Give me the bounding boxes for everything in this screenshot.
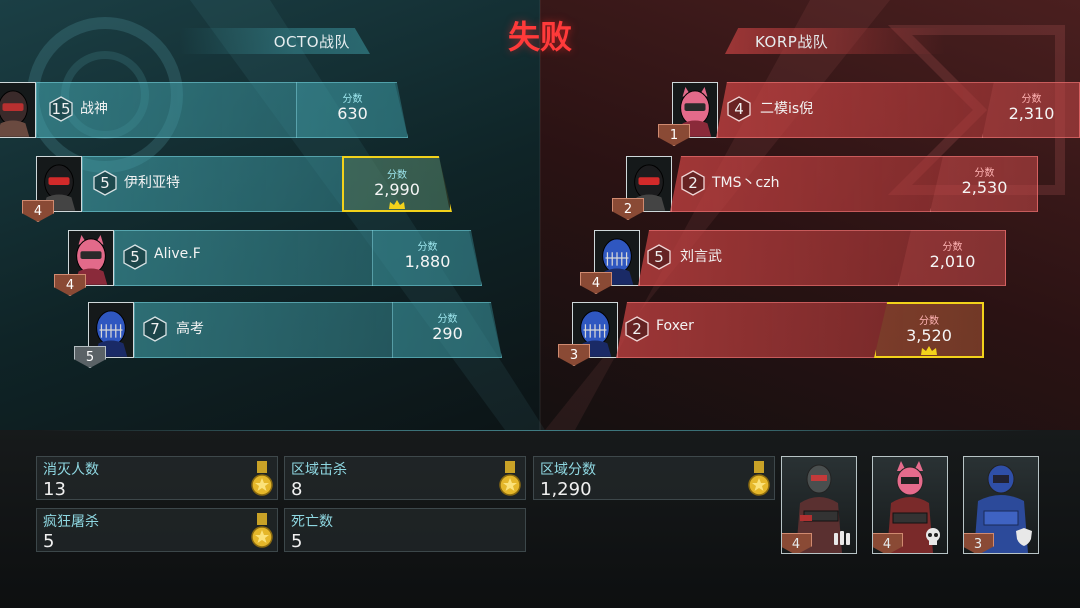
korp-team-header: KORP战队 <box>725 28 945 54</box>
octo-player-row[interactable]: 4 5 Alive.F 分数 1,880 <box>54 230 484 296</box>
player-score: 290 <box>432 324 463 343</box>
stat-deaths: 死亡数 5 <box>284 508 526 552</box>
player-name: TMS丶czh <box>712 175 780 191</box>
player-name: 战神 <box>80 101 108 117</box>
gold-medal-icon <box>748 461 770 496</box>
stat-rampage: 疯狂屠杀 5 <box>36 508 278 552</box>
player-level-badge: 15 <box>48 96 74 122</box>
stat-zone-score: 区域分数 1,290 <box>533 456 775 500</box>
player-name: 伊利亚特 <box>124 175 180 191</box>
gold-medal-icon <box>499 461 521 496</box>
player-level-badge: 5 <box>122 244 148 270</box>
player-score: 1,880 <box>404 252 451 271</box>
korp-team-name: KORP战队 <box>755 32 829 51</box>
player-score: 2,310 <box>1008 104 1055 123</box>
mvp-crown-icon <box>389 200 405 209</box>
player-score-box: 分数 2,010 <box>898 230 1006 286</box>
player-avatar <box>0 82 36 138</box>
gold-medal-icon <box>251 461 273 496</box>
player-score: 2,010 <box>929 252 976 271</box>
player-score: 2,990 <box>374 180 420 199</box>
player-score: 3,520 <box>906 326 952 345</box>
rank-badge: 4 <box>580 272 612 294</box>
korp-player-row[interactable]: 2 2 TMS丶czh 分数 2,530 <box>612 156 1040 220</box>
loadout-level-badge: 4 <box>782 533 812 553</box>
skull-icon <box>926 528 940 545</box>
loadout-level-badge: 3 <box>964 533 994 553</box>
player-name: 二模is倪 <box>760 101 814 117</box>
loadout-card[interactable]: 3 <box>963 456 1039 554</box>
player-score-box: 分数 2,530 <box>930 156 1038 212</box>
player-score-box: 分数 630 <box>296 82 408 138</box>
loadout-card[interactable]: 4 <box>781 456 857 554</box>
player-level-badge: 2 <box>680 170 706 196</box>
stat-zone-kills: 区域击杀 8 <box>284 456 526 500</box>
player-level-badge: 2 <box>624 316 650 342</box>
section-divider <box>40 430 1040 431</box>
player-name: 高考 <box>176 321 204 337</box>
octo-team-header: OCTO战队 <box>180 28 370 54</box>
player-score-box-mvp: 分数 3,520 <box>874 302 984 358</box>
player-score: 2,530 <box>961 178 1008 197</box>
rank-badge: 4 <box>54 274 86 296</box>
player-name: Alive.F <box>154 246 201 262</box>
player-name: Foxer <box>656 318 694 334</box>
player-name: 刘言武 <box>680 249 722 265</box>
ammo-icon <box>834 531 850 545</box>
player-level-badge: 5 <box>646 244 672 270</box>
gold-medal-icon <box>251 513 273 548</box>
rank-badge: 3 <box>558 344 590 366</box>
player-score-box-mvp: 分数 2,990 <box>342 156 452 212</box>
match-result-title: 失败 <box>507 18 572 56</box>
korp-player-row[interactable]: 3 2 Foxer 分数 3,520 <box>558 302 988 366</box>
player-level-badge: 5 <box>92 170 118 196</box>
rank-badge: 1 <box>658 124 690 146</box>
player-score: 630 <box>337 104 368 123</box>
loadout-card[interactable]: 4 <box>872 456 948 554</box>
stat-eliminations: 消灭人数 13 <box>36 456 278 500</box>
player-score-box: 分数 290 <box>392 302 502 358</box>
octo-player-row[interactable]: 4 5 伊利亚特 分数 2,990 <box>22 156 456 222</box>
team-emblem-backdrop <box>27 0 1065 430</box>
player-level-badge: 7 <box>142 316 168 342</box>
mvp-crown-icon <box>921 346 937 355</box>
loadout-level-badge: 4 <box>873 533 903 553</box>
player-level-badge: 4 <box>726 96 752 122</box>
rank-badge: 4 <box>22 200 54 222</box>
korp-player-row[interactable]: 1 4 二模is倪 分数 2,310 <box>658 82 1080 146</box>
player-score-box: 分数 1,880 <box>372 230 482 286</box>
rank-badge: 5 <box>74 346 106 368</box>
octo-player-row[interactable]: 5 7 高考 分数 290 <box>74 302 504 368</box>
octo-team-name: OCTO战队 <box>273 32 350 51</box>
shield-icon <box>1016 528 1032 546</box>
rank-badge: 2 <box>612 198 644 220</box>
player-score-box: 分数 2,310 <box>982 82 1080 138</box>
octo-player-row[interactable]: 15 战神 分数 630 <box>0 82 410 138</box>
korp-player-row[interactable]: 4 5 刘言武 分数 2,010 <box>580 230 1008 294</box>
